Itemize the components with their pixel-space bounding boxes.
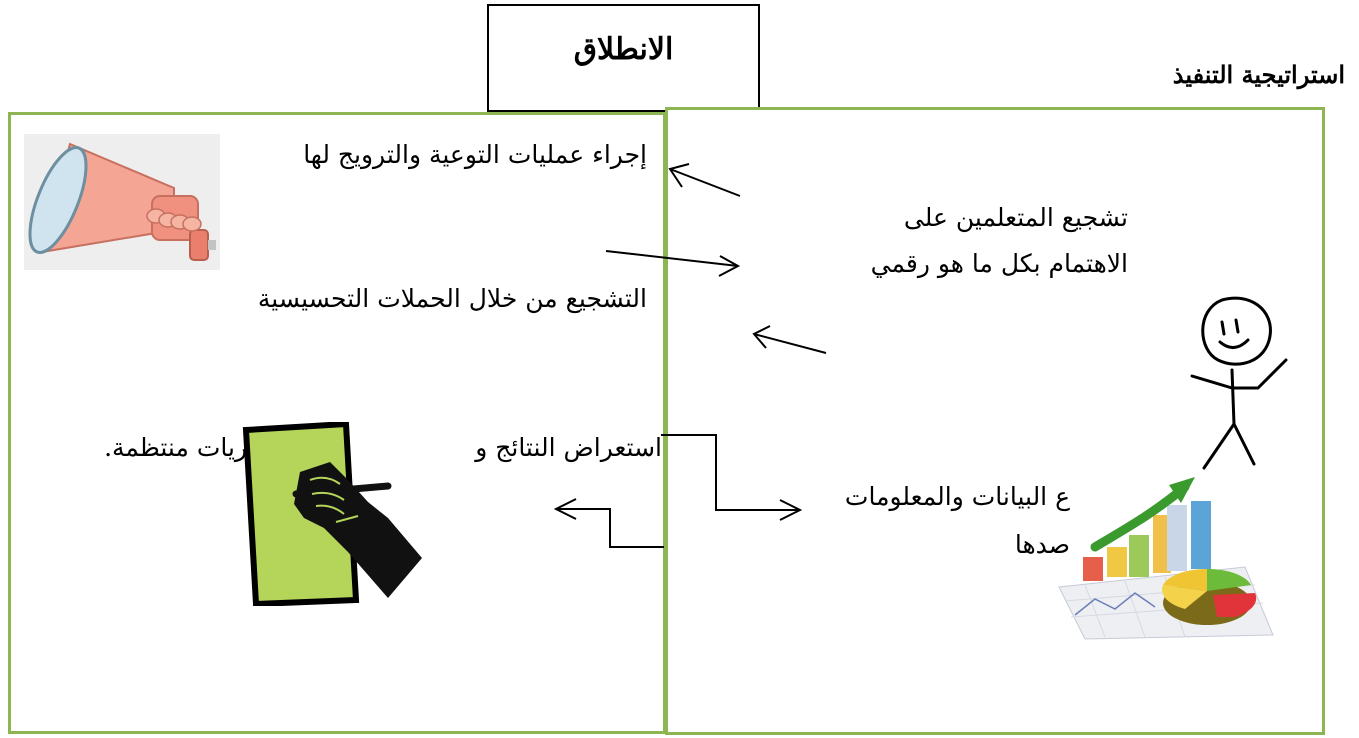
charts-icon bbox=[1058, 477, 1274, 640]
right-item-data-line-2: صدها bbox=[1014, 530, 1070, 559]
megaphone-icon bbox=[24, 134, 220, 270]
right-item-encourage-line-2: الاهتمام بكل ما هو رقمي bbox=[870, 249, 1128, 278]
right-item-encourage-line-1: تشجيع المتعلمين على bbox=[903, 203, 1128, 232]
launch-label: الانطلاق bbox=[573, 32, 674, 67]
left-item-campaigns: التشجيع من خلال الحملات التحسيسية bbox=[257, 284, 647, 313]
stick-figure-icon bbox=[1190, 296, 1288, 470]
left-item-results-end: ريات منتظمة. bbox=[104, 433, 247, 462]
strategy-title: استراتيجية التنفيذ bbox=[1172, 60, 1345, 89]
left-item-results-start: استعراض النتائج و bbox=[475, 433, 662, 462]
left-item-awareness: إجراء عمليات التوعية والترويج لها bbox=[303, 140, 647, 169]
launch-box: الانطلاق bbox=[487, 4, 760, 112]
writing-hand-icon bbox=[242, 422, 422, 606]
right-item-data-line-1: ع البيانات والمعلومات bbox=[844, 482, 1070, 511]
